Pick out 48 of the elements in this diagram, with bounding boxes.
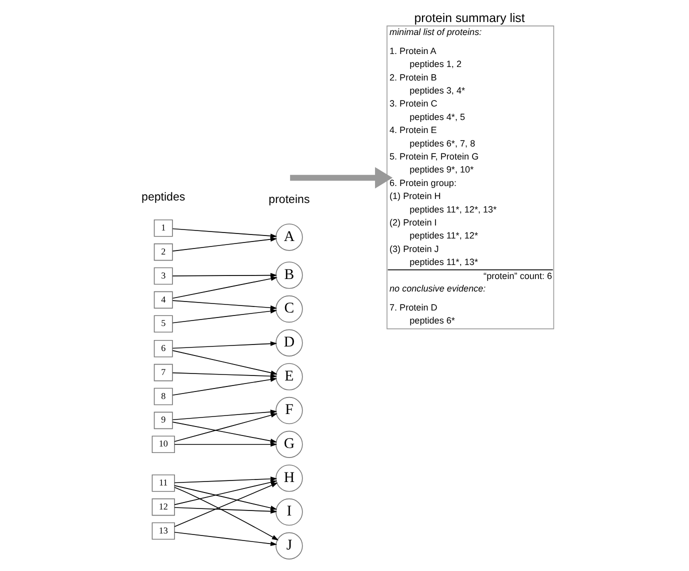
node-box: 10	[152, 436, 175, 454]
arrow	[172, 272, 278, 278]
node-box: 1	[154, 219, 173, 237]
arrow	[174, 486, 279, 540]
node-circle: J	[276, 532, 303, 560]
arrow	[174, 482, 278, 527]
node-circle: B	[276, 262, 303, 289]
node-circle: C	[276, 295, 303, 323]
arrow	[174, 480, 278, 506]
arrow	[172, 350, 278, 376]
node-box: 6	[154, 340, 173, 358]
arrow	[174, 412, 278, 442]
node-circle: D	[276, 329, 303, 356]
label: peptides	[142, 192, 186, 204]
node-circle: E	[276, 363, 303, 390]
arrow	[172, 276, 278, 299]
arrow	[174, 442, 278, 447]
node-circle: G	[276, 430, 303, 458]
arrow	[172, 341, 278, 349]
node-label: protein summary list	[414, 10, 525, 25]
arrow	[174, 532, 278, 546]
arrow	[172, 372, 278, 378]
node-box: 9	[154, 412, 173, 430]
node-box: 5	[154, 315, 173, 333]
arrow	[172, 422, 278, 444]
node-circle: H	[276, 464, 303, 492]
arrow	[174, 485, 278, 510]
arrow	[172, 377, 278, 396]
node-circle: F	[276, 396, 303, 424]
arrow	[174, 507, 278, 514]
node-box: 4	[154, 291, 173, 309]
node-circle: A	[276, 224, 303, 251]
node-box: 3	[154, 267, 173, 285]
arrow	[174, 476, 278, 484]
arrow	[172, 308, 278, 324]
node-box: 7	[154, 364, 173, 382]
arrow	[172, 300, 278, 310]
arrow	[290, 167, 393, 189]
node-box: 8	[154, 388, 173, 406]
node-box: 13	[152, 522, 175, 540]
arrow	[172, 237, 278, 252]
arrow	[172, 228, 278, 238]
label: proteins	[268, 194, 310, 206]
node-circle: I	[276, 498, 303, 526]
arrow	[172, 410, 278, 420]
node-box: 11	[152, 474, 175, 492]
node-box: 2	[154, 243, 173, 261]
node-box: 12	[152, 498, 175, 516]
